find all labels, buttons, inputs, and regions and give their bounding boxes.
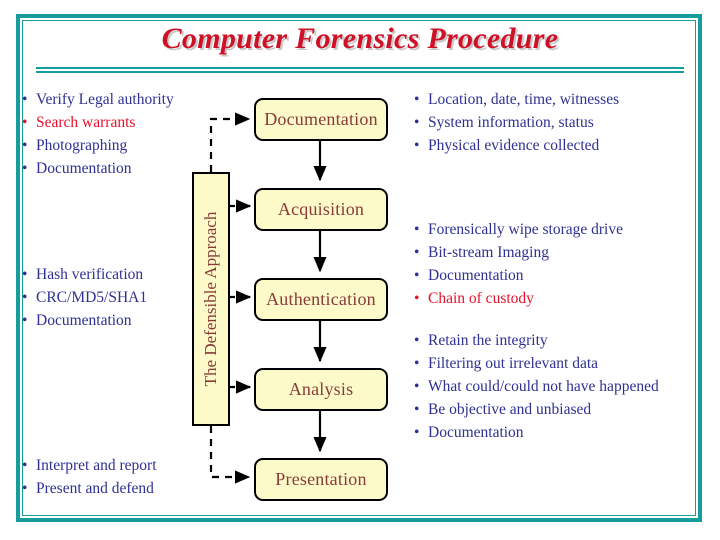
bullet-item: CRC/MD5/SHA1 xyxy=(22,286,147,309)
right-bullet-group-2: Forensically wipe storage driveBit-strea… xyxy=(414,218,623,310)
bullet-item: Forensically wipe storage drive xyxy=(414,218,623,241)
bullet-item: Filtering out irrelevant data xyxy=(414,352,659,375)
bullet-item: Location, date, time, witnesses xyxy=(414,88,619,111)
bullet-item: Present and defend xyxy=(22,477,157,500)
left-bullet-group-1: Verify Legal authoritySearch warrantsPho… xyxy=(22,88,174,180)
bullet-item: What could/could not have happened xyxy=(414,375,659,398)
bullet-item: Chain of custody xyxy=(414,287,623,310)
bullet-item: Search warrants xyxy=(22,111,174,134)
flow-stage-presentation[interactable]: Presentation xyxy=(254,458,388,501)
defensible-approach-label: The Defensible Approach xyxy=(201,211,220,387)
bullet-item: Hash verification xyxy=(22,263,147,286)
flow-stage-acquisition[interactable]: Acquisition xyxy=(254,188,388,231)
bullet-item: Documentation xyxy=(414,264,623,287)
defensible-approach-box[interactable]: The Defensible Approach xyxy=(192,172,230,426)
flow-stage-authentication[interactable]: Authentication xyxy=(254,278,388,321)
flow-stage-documentation[interactable]: Documentation xyxy=(254,98,388,141)
title-divider xyxy=(36,67,684,73)
bullet-item: Interpret and report xyxy=(22,454,157,477)
bullet-item: Physical evidence collected xyxy=(414,134,619,157)
bullet-item: Documentation xyxy=(414,421,659,444)
bullet-item: Documentation xyxy=(22,309,147,332)
page-title: Computer Forensics Procedure xyxy=(161,22,559,55)
left-bullet-group-3: Interpret and reportPresent and defend xyxy=(22,454,157,500)
bullet-item: Photographing xyxy=(22,134,174,157)
right-bullet-group-1: Location, date, time, witnessesSystem in… xyxy=(414,88,619,157)
bullet-item: Documentation xyxy=(22,157,174,180)
bullet-item: Bit-stream Imaging xyxy=(414,241,623,264)
bullet-item: Verify Legal authority xyxy=(22,88,174,111)
bullet-item: Retain the integrity xyxy=(414,329,659,352)
right-bullet-group-3: Retain the integrityFiltering out irrele… xyxy=(414,329,659,444)
left-bullet-group-2: Hash verificationCRC/MD5/SHA1Documentati… xyxy=(22,263,147,332)
flow-stage-analysis[interactable]: Analysis xyxy=(254,368,388,411)
bullet-item: Be objective and unbiased xyxy=(414,398,659,421)
bullet-item: System information, status xyxy=(414,111,619,134)
